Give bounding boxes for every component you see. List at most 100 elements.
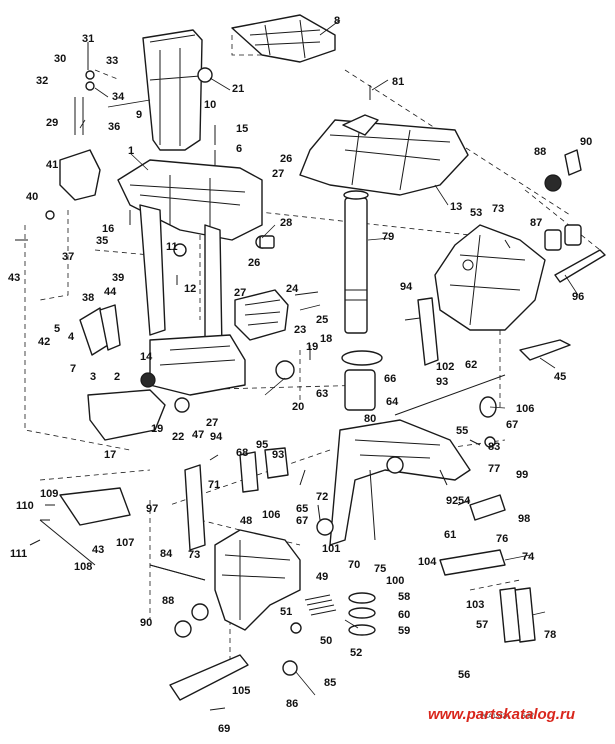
callout-102: 102 [436, 361, 454, 373]
callout-27b: 27 [234, 287, 246, 299]
callout-87: 87 [530, 217, 542, 229]
callout-77: 77 [488, 463, 500, 475]
callout-22: 22 [172, 431, 184, 443]
callout-16: 16 [102, 223, 114, 235]
callout-86: 86 [286, 698, 298, 710]
callout-7: 7 [70, 363, 76, 375]
callout-26b: 26 [248, 257, 260, 269]
callout-39: 39 [112, 272, 124, 284]
callout-65: 65 [296, 503, 308, 515]
callout-94b: 94 [210, 431, 223, 443]
callout-106b: 106 [262, 509, 280, 521]
callout-63: 63 [316, 388, 328, 400]
callout-104: 104 [418, 556, 437, 568]
callout-78: 78 [544, 629, 556, 641]
callout-81: 81 [392, 76, 404, 88]
side-covers [59, 149, 289, 441]
callout-11: 11 [166, 241, 178, 253]
tilt-rods [39, 249, 606, 581]
callout-8: 8 [334, 15, 340, 27]
callout-19b: 19 [151, 423, 163, 435]
callout-6: 6 [236, 143, 242, 155]
callout-59: 59 [398, 625, 410, 637]
callout-67b: 67 [296, 515, 308, 527]
callout-25: 25 [316, 314, 328, 326]
callout-61: 61 [444, 529, 456, 541]
callout-66: 66 [384, 373, 396, 385]
callout-43b: 43 [92, 544, 104, 556]
callout-108: 108 [74, 561, 92, 573]
callout-5: 5 [54, 323, 60, 335]
hardware [45, 67, 582, 676]
callout-64: 64 [386, 396, 399, 408]
exhaust-plate-gasket [231, 14, 336, 63]
callout-93b: 93 [272, 449, 284, 461]
links-and-brackets [59, 297, 536, 701]
callout-100: 100 [386, 575, 404, 587]
callout-106a: 106 [516, 403, 534, 415]
callout-85: 85 [324, 677, 336, 689]
callout-99: 99 [516, 469, 528, 481]
callout-111: 111 [10, 548, 27, 560]
callout-42: 42 [38, 336, 50, 348]
callout-13: 13 [450, 201, 462, 213]
callout-93a: 93 [436, 376, 448, 388]
callout-88b: 88 [162, 595, 174, 607]
callout-90a: 90 [580, 136, 592, 148]
callout-35: 35 [96, 235, 108, 247]
callout-101: 101 [322, 543, 340, 555]
callout-14: 14 [140, 351, 153, 363]
callout-9: 9 [136, 109, 142, 121]
callout-15: 15 [236, 123, 248, 135]
callout-50: 50 [320, 635, 332, 647]
callout-48: 48 [240, 515, 252, 527]
exhaust-housing-assembly [117, 29, 263, 396]
callout-45: 45 [554, 371, 566, 383]
callout-70: 70 [348, 559, 360, 571]
callout-110: 110 [16, 500, 34, 512]
swivel-bracket-top-plate [299, 114, 469, 196]
callout-26a: 26 [280, 153, 292, 165]
callout-19a: 19 [306, 341, 318, 353]
callout-88a: 88 [534, 146, 546, 158]
callout-103: 103 [466, 599, 484, 611]
callout-73b: 73 [188, 549, 200, 561]
callout-74: 74 [522, 551, 535, 563]
callout-29: 29 [46, 117, 58, 129]
leader-lines [79, 19, 579, 696]
callout-62: 62 [465, 359, 477, 371]
callout-95: 95 [256, 439, 268, 451]
steering-shaft [343, 190, 369, 334]
callout-43a: 43 [8, 272, 20, 284]
callout-44: 44 [104, 286, 117, 298]
callout-72: 72 [316, 491, 328, 503]
watermark: www.partskatalog.ru [428, 706, 575, 723]
callout-109: 109 [40, 488, 58, 500]
callout-37: 37 [62, 251, 74, 263]
callout-41: 41 [46, 159, 58, 171]
callout-52: 52 [350, 647, 362, 659]
callout-56: 56 [458, 669, 470, 681]
callout-10: 10 [204, 99, 216, 111]
callout-27a: 27 [272, 168, 284, 180]
callout-20: 20 [292, 401, 304, 413]
callout-2: 2 [114, 371, 120, 383]
callout-79: 79 [382, 231, 394, 243]
callout-24: 24 [286, 283, 299, 295]
callout-53: 53 [470, 207, 482, 219]
callout-36: 36 [108, 121, 120, 133]
swivel-bracket [329, 350, 471, 546]
callout-21: 21 [232, 83, 244, 95]
callout-1: 1 [128, 145, 134, 157]
callout-27c: 27 [206, 417, 218, 429]
stern-bracket-left [214, 529, 301, 631]
callout-68: 68 [236, 447, 248, 459]
callout-71: 71 [208, 479, 220, 491]
callout-17: 17 [104, 449, 116, 461]
callout-60: 60 [398, 609, 410, 621]
callout-4: 4 [68, 331, 75, 343]
callout-57: 57 [476, 619, 488, 631]
callout-92: 92 [446, 495, 458, 507]
callout-80: 80 [364, 413, 376, 425]
